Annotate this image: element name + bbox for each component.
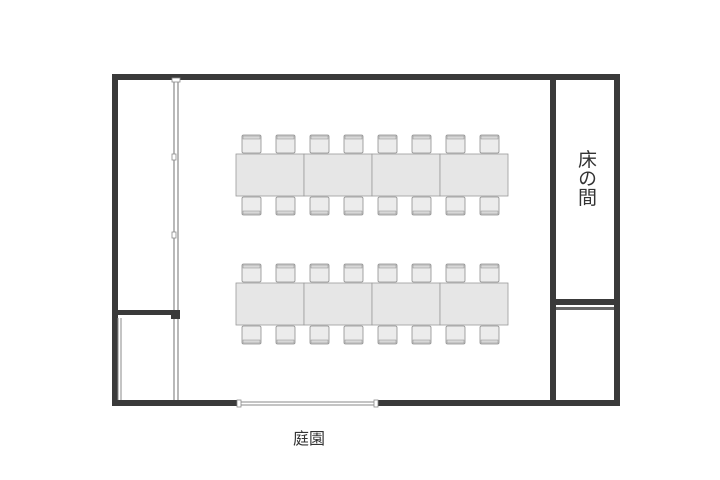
table	[235, 282, 305, 326]
garden-sliding-door	[236, 399, 379, 408]
chair-north	[377, 134, 398, 154]
tokonoma-label: 床の間	[575, 149, 597, 206]
chair-north	[411, 134, 432, 154]
chair-north	[241, 263, 262, 283]
chair-south	[241, 325, 262, 345]
chair-north	[445, 263, 466, 283]
chair-north	[411, 263, 432, 283]
chair-south	[445, 325, 466, 345]
chair-north	[309, 263, 330, 283]
chair-north	[445, 134, 466, 154]
chair-south	[377, 196, 398, 216]
tokonoma-alcove	[550, 80, 620, 406]
tokonoma-divider-1	[550, 299, 620, 305]
east-wall	[614, 74, 620, 406]
garden-label: 庭園	[293, 429, 325, 448]
table	[371, 153, 441, 197]
table-group	[235, 134, 509, 216]
chair-south	[377, 325, 398, 345]
chair-north	[343, 134, 364, 154]
chair-south	[411, 196, 432, 216]
chair-north	[275, 263, 296, 283]
chair-south	[411, 325, 432, 345]
tokonoma-divider-2	[556, 307, 614, 310]
chair-north	[343, 263, 364, 283]
north-wall	[112, 74, 620, 80]
outer-walls	[112, 74, 620, 406]
south-wall-left	[112, 400, 240, 406]
chair-north	[309, 134, 330, 154]
chair-north	[479, 134, 500, 154]
chair-south	[479, 196, 500, 216]
corridor-partition	[117, 77, 181, 400]
seating-layout	[235, 134, 509, 345]
table	[303, 282, 373, 326]
west-wall-upper	[112, 74, 118, 318]
table-group	[235, 263, 509, 345]
chair-south	[343, 196, 364, 216]
chair-south	[343, 325, 364, 345]
chair-north	[479, 263, 500, 283]
chair-south	[275, 196, 296, 216]
chair-north	[377, 263, 398, 283]
tokonoma-inner-wall	[550, 80, 556, 406]
chair-south	[309, 196, 330, 216]
chair-north	[241, 134, 262, 154]
table	[439, 153, 509, 197]
table	[303, 153, 373, 197]
chair-north	[275, 134, 296, 154]
chair-south	[309, 325, 330, 345]
chair-south	[241, 196, 262, 216]
table	[235, 153, 305, 197]
room-floor	[115, 77, 617, 402]
south-wall-right	[376, 400, 620, 406]
table	[439, 282, 509, 326]
corridor-west-wall	[112, 313, 118, 406]
chair-south	[275, 325, 296, 345]
chair-south	[445, 196, 466, 216]
chair-south	[479, 325, 500, 345]
table	[371, 282, 441, 326]
